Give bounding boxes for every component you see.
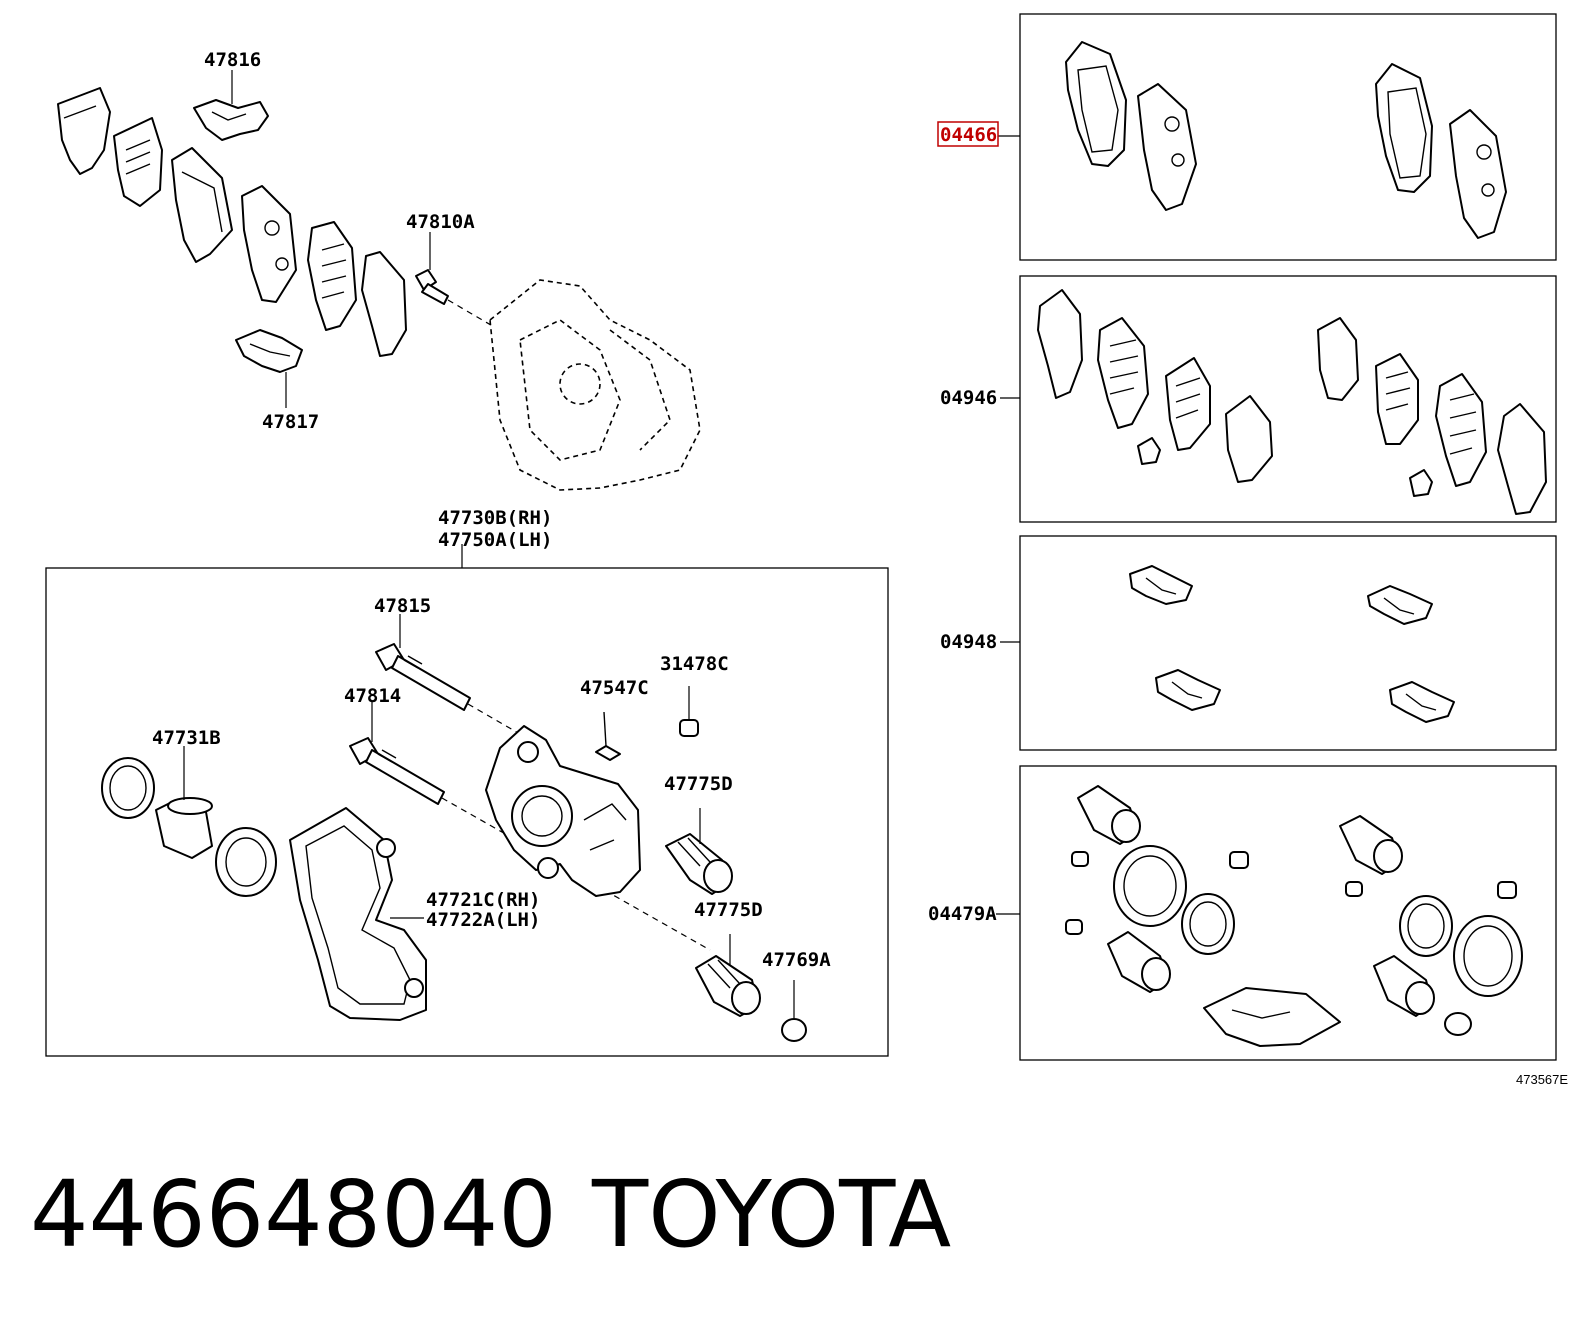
highlight-box-04466 <box>937 121 999 147</box>
piston-47731B <box>155 797 213 859</box>
part-number: 446648040 <box>30 1161 557 1268</box>
kit-04946-clip-b <box>1409 469 1433 497</box>
label-47547C: 47547C <box>580 677 649 699</box>
label-04479A[interactable]: 04479A <box>928 903 997 925</box>
brake-pad-inner <box>241 185 297 303</box>
kit-04948-plate-3 <box>1155 669 1221 711</box>
brand-name: TOYOTA <box>591 1161 951 1268</box>
kit-04948-plate-2 <box>1367 585 1433 625</box>
caliper-ghost <box>489 279 701 491</box>
kit-04479A-ring-a <box>1181 893 1235 955</box>
kit-04948-plate-1 <box>1129 565 1193 605</box>
kit-04479A-boot-3 <box>1107 931 1171 993</box>
brake-pad-outer <box>171 147 233 263</box>
pad-shim-inner <box>113 117 163 207</box>
kit-04466-pad-left-inner <box>1137 83 1197 211</box>
kit-04946-shim-2 <box>1097 317 1149 429</box>
kit-04946-shim-4 <box>1225 395 1273 483</box>
kit-04479A-small-caps <box>1065 851 1517 1036</box>
kit-04479A-grease-packet <box>1203 987 1341 1047</box>
label-47817: 47817 <box>262 411 319 433</box>
kit-04946-shim-1 <box>1037 289 1083 399</box>
mounting-bracket-47721C <box>289 807 427 1021</box>
label-47814: 47814 <box>344 685 401 707</box>
label-04466[interactable]: 04466 <box>940 124 997 146</box>
kit-04479A-boot-4 <box>1373 955 1435 1017</box>
kit-04466-pad-right-outer <box>1375 63 1433 193</box>
kit-04479A-large-seal-b <box>1453 915 1523 997</box>
slide-pin-47814 <box>349 737 445 805</box>
caliper-body <box>485 725 641 897</box>
caliper-assembly-box <box>45 567 889 1057</box>
kit-04479A-large-seal-a <box>1113 845 1187 927</box>
label-31478C: 31478C <box>660 653 729 675</box>
seal-ring-47731B <box>101 757 155 819</box>
kit-04946-shim-6 <box>1375 353 1419 445</box>
cap-31478C <box>679 719 699 737</box>
pad-support-plate-lower <box>235 329 303 373</box>
slide-pin-47815 <box>375 643 471 711</box>
boot-47775D-b <box>695 955 761 1017</box>
label-04946[interactable]: 04946 <box>940 387 997 409</box>
label-47815: 47815 <box>374 595 431 617</box>
label-47775D-b: 47775D <box>694 899 763 921</box>
diagram-code: 473567E <box>1516 1072 1568 1087</box>
kit-04948-plate-4 <box>1389 681 1455 723</box>
label-47750A: 47750A(LH) <box>438 529 552 551</box>
pad-support-plate-upper <box>193 99 269 141</box>
label-47769A: 47769A <box>762 949 831 971</box>
cap-47769A <box>781 1018 807 1042</box>
kit-04946-shim-7 <box>1435 373 1487 487</box>
kit-04466-pad-right-inner <box>1449 109 1507 239</box>
kit-04946-shim-3 <box>1165 357 1211 451</box>
anti-squeal-shim-b <box>361 251 407 357</box>
kit-box-04479A <box>1019 765 1557 1061</box>
label-47722A: 47722A(LH) <box>426 909 540 931</box>
piston-boot-47731B <box>215 827 277 897</box>
label-47721C: 47721C(RH) <box>426 889 540 911</box>
kit-04466-pad-left-outer <box>1065 41 1127 167</box>
label-47816: 47816 <box>204 49 261 71</box>
dash-47815 <box>467 703 521 735</box>
kit-04479A-ring-b <box>1399 895 1453 957</box>
kit-box-04946 <box>1019 275 1557 523</box>
bolt-47810A <box>415 269 449 305</box>
anti-squeal-shim-a <box>307 221 357 331</box>
kit-box-04466 <box>1019 13 1557 261</box>
kit-04479A-boot-2 <box>1339 815 1403 875</box>
kit-box-04948 <box>1019 535 1557 751</box>
kit-04946-shim-5 <box>1317 317 1359 401</box>
kit-04946-shim-8 <box>1497 403 1547 515</box>
label-47775D-a: 47775D <box>664 773 733 795</box>
kit-04946-clip-a <box>1137 437 1161 465</box>
pad-shim-outer <box>57 87 111 175</box>
label-47810A: 47810A <box>406 211 475 233</box>
label-47731B: 47731B <box>152 727 221 749</box>
label-04948[interactable]: 04948 <box>940 631 997 653</box>
kit-04479A-boot-1 <box>1077 785 1141 845</box>
bleeder-47547C <box>595 711 621 761</box>
label-47730B: 47730B(RH) <box>438 507 552 529</box>
boot-47775D-a <box>665 833 733 895</box>
